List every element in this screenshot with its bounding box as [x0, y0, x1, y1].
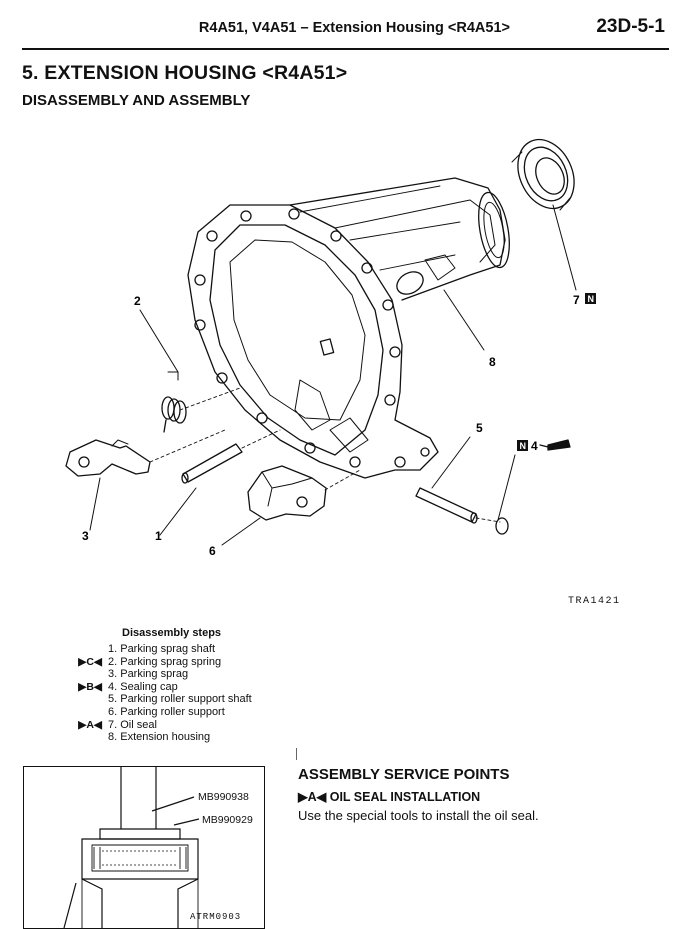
- callout-2: 2: [134, 294, 141, 308]
- callout-7: 7: [573, 293, 580, 307]
- step-item: ▶B◀ 4. Sealing cap: [78, 680, 252, 694]
- callout-4: 4: [531, 439, 538, 453]
- step-text: 5. Parking roller support shaft: [108, 693, 252, 706]
- callout-6: 6: [209, 544, 216, 558]
- callout-1: 1: [155, 529, 162, 543]
- oil-seal-installation-text: Use the special tools to install the oil…: [298, 808, 539, 823]
- parking-sprag-drawing: [65, 439, 151, 477]
- new-part-symbol-text: N: [588, 294, 595, 304]
- step-mark: ▶C◀: [78, 655, 102, 668]
- new-part-symbol-4: N: [517, 440, 528, 451]
- parking-sprag-spring-drawing: [161, 396, 187, 433]
- column-separator: [296, 748, 297, 760]
- step-text: 4. Sealing cap: [108, 680, 178, 693]
- running-header-title: R4A51, V4A51 – Extension Housing <R4A51>: [198, 20, 510, 36]
- step-text: 8. Extension housing: [108, 731, 211, 744]
- disassembly-steps-list: 1. Parking sprag shaft ▶C◀ 2. Parking spr…: [78, 643, 252, 744]
- disassembly-steps-heading: Disassembly steps: [122, 627, 222, 639]
- sealing-cap-drawing: [495, 439, 571, 535]
- step-item: 1. Parking sprag shaft: [108, 643, 252, 656]
- tool-drawing: MB990938 MB990929 ATRM0903: [63, 767, 253, 928]
- step-text: 6. Parking roller support: [108, 705, 225, 718]
- step-text: 2. Parking sprag spring: [108, 655, 222, 668]
- step-mark: ▶A◀: [78, 718, 102, 731]
- step-item: 5. Parking roller support shaft: [108, 693, 252, 706]
- step-text: 3. Parking sprag: [108, 668, 189, 681]
- parking-sprag-shaft-drawing: [181, 443, 243, 484]
- extension-housing-drawing: [187, 177, 510, 479]
- tool-figure-code: ATRM0903: [190, 912, 241, 922]
- exploded-view-diagram: 2 3 1 6 5 8 7 N N 4: [65, 138, 596, 558]
- page-number: 23D-5-1: [596, 16, 665, 37]
- callout-3: 3: [82, 529, 89, 543]
- step-mark: ▶B◀: [78, 680, 102, 693]
- tool-label-1: MB990938: [198, 791, 249, 803]
- tool-label-2: MB990929: [202, 814, 253, 826]
- figure-code: TRA1421: [568, 596, 621, 607]
- oil-seal-drawing: [511, 138, 575, 211]
- callout-8: 8: [489, 355, 496, 369]
- step-item: ▶A◀ 7. Oil seal: [78, 718, 252, 732]
- callout-5: 5: [476, 421, 483, 435]
- step-item: 3. Parking sprag: [108, 668, 252, 681]
- step-text: 7. Oil seal: [108, 718, 157, 731]
- parking-roller-support-drawing: [247, 465, 327, 521]
- special-tool-figure: MB990938 MB990929 ATRM0903: [23, 766, 265, 929]
- parking-roller-support-shaft-drawing: [415, 487, 478, 524]
- step-item: 6. Parking roller support: [108, 706, 252, 719]
- header-rule: [22, 48, 669, 50]
- new-part-symbol-7: N: [585, 293, 596, 304]
- new-part-symbol-text: N: [520, 441, 527, 451]
- section-title: 5. EXTENSION HOUSING <R4A51>: [22, 62, 348, 84]
- step-item: 8. Extension housing: [108, 731, 252, 744]
- step-text: 1. Parking sprag shaft: [108, 643, 216, 655]
- oil-seal-installation-heading: ▶A◀ OIL SEAL INSTALLATION: [298, 790, 481, 804]
- assembly-service-heading: ASSEMBLY SERVICE POINTS: [298, 766, 510, 783]
- section-subtitle: DISASSEMBLY AND ASSEMBLY: [22, 92, 251, 109]
- step-item: ▶C◀ 2. Parking sprag spring: [78, 655, 252, 669]
